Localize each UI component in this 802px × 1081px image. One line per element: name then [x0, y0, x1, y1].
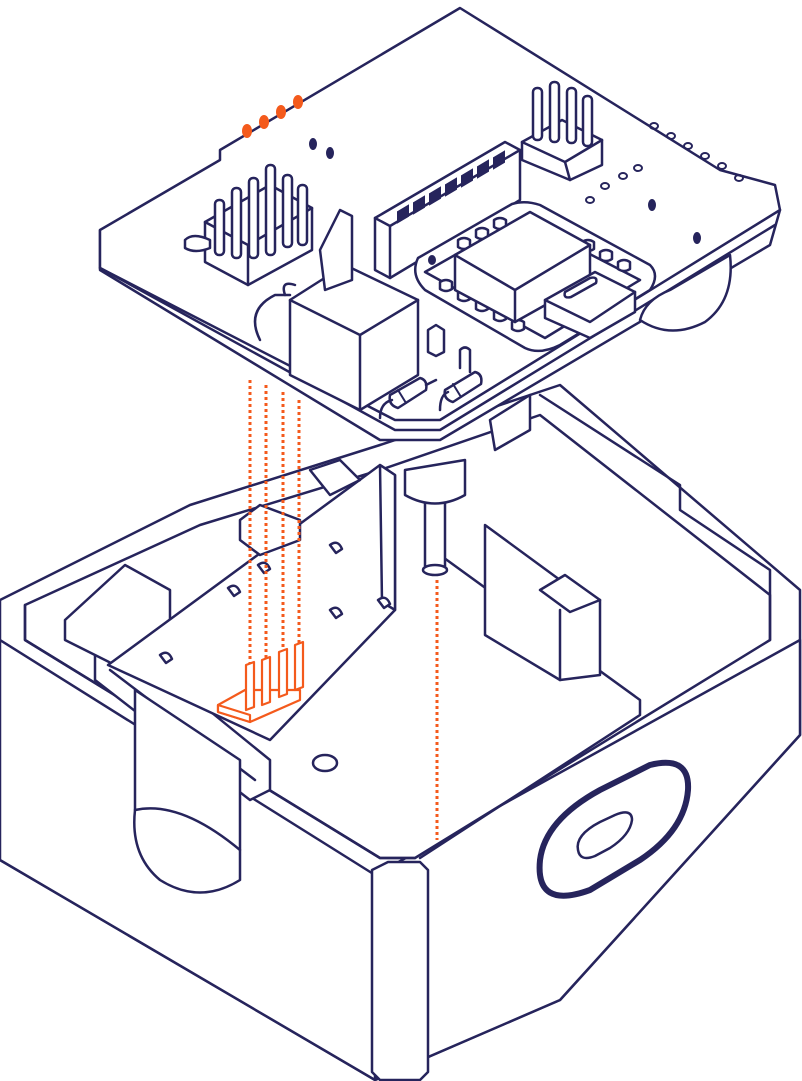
assembly-guide-lines: [248, 380, 439, 840]
box-side-cylinder: [133, 688, 242, 894]
internal-vertical-board-edge: [378, 463, 397, 612]
pcb-buzzer: [638, 253, 732, 332]
header-pin-4: [293, 640, 305, 692]
box-right-ledge: [538, 393, 772, 642]
mcu-led: [428, 255, 436, 265]
pcb-pad-1: [309, 138, 317, 150]
led-1: [242, 124, 252, 138]
usb-c-port-inner: [576, 811, 634, 860]
standoff-post: [423, 498, 447, 574]
female-header-strip: [373, 140, 522, 280]
pcb-pad-4: [648, 199, 656, 211]
top-pcb: [98, 6, 782, 452]
header-pin-2: [260, 655, 272, 707]
mcu-module: [413, 201, 657, 353]
diode-1: [378, 376, 438, 420]
usb-c-port: [536, 759, 692, 899]
female-header-body: [373, 140, 522, 280]
mcu-usb-connector: [543, 270, 637, 340]
pcb-wire-standoff: [318, 208, 354, 292]
pcb-bottom-connector: [488, 393, 532, 452]
header-pin-1: [244, 660, 256, 712]
led-4: [293, 95, 303, 109]
led-2: [259, 115, 269, 129]
led-3: [276, 105, 286, 119]
header-housing-front: [216, 703, 252, 724]
pin-header-top-left: [183, 163, 314, 287]
standoff-post-top: [403, 458, 467, 505]
pcb-vias: [585, 122, 744, 204]
status-leds: [242, 95, 303, 138]
standoff-post-base: [421, 563, 449, 577]
pcb-pad-3: [693, 232, 701, 244]
enclosure-box: [0, 383, 802, 1081]
pin-header-top-right: [520, 80, 604, 182]
relay-component: [282, 263, 420, 412]
header-pin-3: [277, 647, 289, 699]
box-internal-block-top: [538, 573, 602, 614]
floor-mounting-hole: [311, 753, 339, 773]
pcb-capacitor: [426, 323, 446, 358]
right-angle-pin-header: [216, 640, 305, 724]
box-front-corner: [370, 860, 430, 1081]
box-side-cylinder-rim: [133, 807, 242, 852]
pcb-wire-loop: [253, 293, 292, 342]
board-bracket: [308, 458, 362, 497]
pcb-pad-2: [326, 147, 334, 159]
diode-2: [438, 346, 483, 412]
